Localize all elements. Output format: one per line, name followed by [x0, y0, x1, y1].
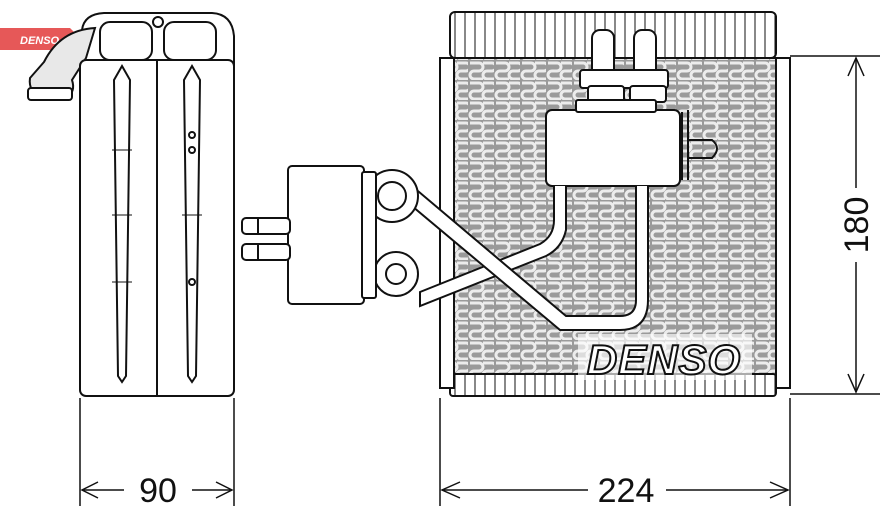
side-view-pipe-nut	[27, 87, 73, 101]
expansion-valve-body	[545, 109, 681, 187]
connector-block	[287, 165, 365, 305]
watermark-text: DENSO	[20, 35, 60, 47]
connector-stub-pipe	[241, 243, 291, 261]
side-view-rib-right	[182, 63, 202, 384]
valve-top-plate	[575, 99, 657, 113]
side-view-slot-dot	[152, 16, 164, 28]
side-view-rib-left	[112, 63, 132, 384]
side-view-rib-marker	[188, 146, 196, 154]
dimension-lines	[79, 55, 880, 506]
side-view-rib-marker	[188, 131, 196, 139]
dimension-width-front: 224	[598, 472, 655, 510]
brand-stamp: DENSO	[587, 336, 741, 383]
connector-stub-pipe	[241, 217, 291, 235]
valve-sensor-capillary	[681, 110, 718, 180]
pipe-fitting-bottom-inner	[385, 263, 407, 285]
pipe-fitting-top-inner	[377, 181, 407, 211]
brand-stamp-background	[578, 334, 752, 380]
connector-plate	[361, 171, 377, 299]
side-view	[27, 12, 235, 397]
dimension-width-side: 90	[139, 472, 177, 510]
side-view-slot-right	[163, 21, 217, 61]
dimension-height-front: 180	[838, 197, 876, 254]
expansion-valve-assembly	[241, 29, 718, 331]
refrigerant-pipe-outer	[419, 186, 567, 308]
side-view-rib-marker	[188, 278, 196, 286]
front-view-side-plate-right	[775, 57, 791, 389]
side-view-slot-left	[99, 21, 153, 61]
